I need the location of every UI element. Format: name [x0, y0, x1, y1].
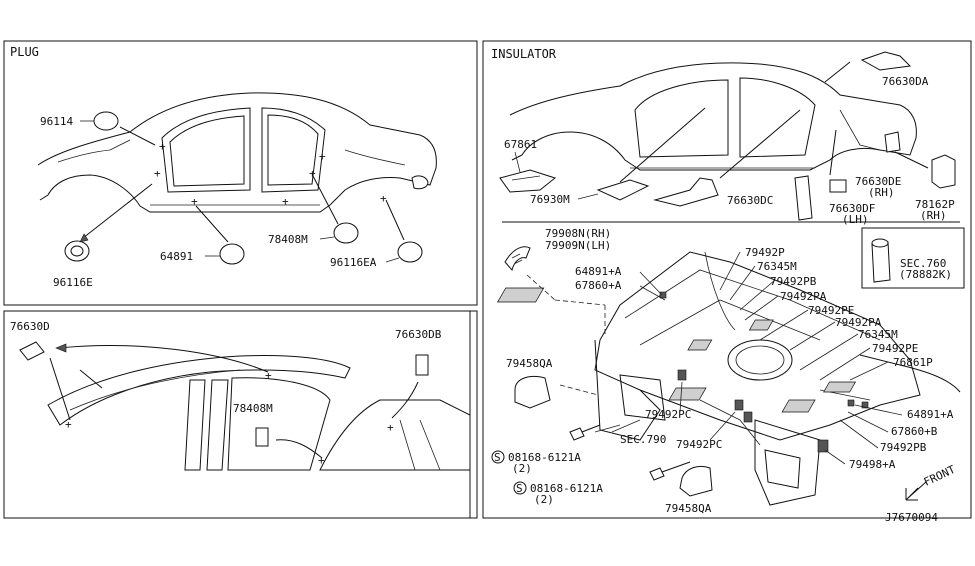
label-SEC760: SEC.760 [900, 257, 946, 270]
front-arrow-icon [905, 481, 927, 501]
label-76630D: 76630D [10, 320, 50, 333]
bolt-08168-1 [569, 424, 601, 441]
label-79492PB-top: 79492PB [770, 275, 817, 288]
label-79492PE-top: 79492PE [808, 304, 854, 317]
plug-64891: 64891 [160, 205, 245, 265]
label-78408M-plug: 78408M [268, 233, 308, 246]
part-76630DA: 76630DA [824, 51, 929, 88]
label-SEC790: SEC.790 [620, 433, 666, 446]
label-79498A: 79498+A [849, 458, 896, 471]
plug-clip-mark-5: + [309, 167, 316, 180]
plug-96116E: 96116E [53, 183, 153, 289]
label-67860A: 67860+A [575, 279, 622, 292]
plug-96116EA: 96116EA [330, 199, 423, 269]
label-64891A-top: 64891+A [575, 265, 622, 278]
label-79492PB-right: 79492PB [880, 441, 927, 454]
label-64891A-right: 64891+A [907, 408, 954, 421]
label-front: FRONT [922, 463, 958, 489]
label-76930M: 76930M [530, 193, 570, 206]
diagram-id: J7670094 [885, 511, 938, 524]
label-08168-1: 08168-6121A [508, 451, 581, 464]
label-79458QA-left: 79458QA [506, 357, 553, 370]
label-67861: 67861 [504, 138, 537, 151]
plug-clip-mark-4: + [282, 195, 289, 208]
label-79908N: 79908N(RH) [545, 227, 611, 240]
label-76630DC: 76630DC [727, 194, 773, 207]
lower-clip-mark-1: + [265, 369, 272, 382]
part-76630DB: 76630DB [391, 328, 442, 419]
label-96116EA: 96116EA [330, 256, 377, 269]
label-76630DB: 76630DB [395, 328, 442, 341]
part-79458QA-bottom [679, 465, 713, 497]
label-76630DA: 76630DA [882, 75, 929, 88]
roof-rail-detail: + + + + [47, 355, 471, 471]
label-78162P: 78162P [915, 198, 955, 211]
label-96114: 96114 [40, 115, 73, 128]
label-79909N: 79909N(LH) [545, 239, 611, 252]
plug-96114: 96114 [40, 111, 156, 146]
floor-grommets [659, 291, 869, 453]
label-79492PA-top: 79492PA [780, 290, 827, 303]
label-79492PC-1: 79492PC [645, 408, 691, 421]
label-79492PC-2: 79492PC [676, 438, 722, 451]
part-76630D: 76630D [10, 320, 269, 421]
screw-symbol-1: S [494, 451, 501, 464]
label-SEC760-sub: (78882K) [899, 268, 952, 281]
label-78408M-lower: 78408M [233, 402, 273, 415]
screw-symbol-icon: S S [491, 450, 527, 495]
label-08168-2: 08168-6121A [530, 482, 603, 495]
lower-left-panel-frame [3, 310, 478, 519]
part-76630DE: 76630DE (RH) [829, 129, 901, 199]
label-08168-1-qty: (2) [512, 462, 532, 475]
label-79492P: 79492P [745, 246, 785, 259]
label-76630DF-lh: (LH) [842, 213, 869, 226]
label-64891-plug: 64891 [160, 250, 193, 263]
plug-clip-mark-3: + [191, 195, 198, 208]
plug-panel-frame [3, 40, 478, 306]
part-76630DC: 76630DC [653, 109, 801, 207]
label-08168-2-qty: (2) [534, 493, 554, 506]
part-76930M: 76930M [530, 107, 706, 206]
plug-car-body: + + + + + + + [37, 92, 437, 213]
label-79492PA-mid: 79492PA [835, 316, 882, 329]
label-76630DF: 76630DF [829, 202, 875, 215]
lower-clip-mark-3: + [318, 454, 325, 467]
label-76345M-mid: 76345M [858, 328, 898, 341]
floor-leader-lines [526, 251, 903, 465]
part-78162P: 78162P (RH) [894, 151, 956, 222]
label-78162P-rh: (RH) [920, 209, 947, 222]
part-78408M-lower: 78408M [233, 402, 323, 459]
part-79458QA-left [514, 376, 551, 409]
insulator-car-body [509, 62, 917, 171]
label-76861P: 76861P [893, 356, 933, 369]
insulator-panel-frame [482, 40, 972, 519]
label-96116E: 96116E [53, 276, 93, 289]
screw-symbol-2: S [516, 482, 523, 495]
plug-clip-marks: + [159, 140, 166, 153]
part-67861: 67861 [499, 138, 557, 193]
plug-78408M: 78408M [268, 175, 359, 246]
insulator-section-title: INSULATOR [491, 47, 557, 61]
part-76630DF: 76630DF (LH) [794, 175, 875, 226]
floor-panel [594, 251, 961, 506]
floor-insulator-pads [497, 287, 857, 413]
label-67860B: 67860+B [891, 425, 938, 438]
plug-clip-mark-2: + [154, 167, 161, 180]
label-79458QA-bottom: 79458QA [665, 502, 712, 515]
label-76630DE-rh: (RH) [868, 186, 895, 199]
lower-clip-mark-2: + [65, 418, 72, 431]
plug-clip-mark-7: + [380, 192, 387, 205]
plug-section-title: PLUG [10, 45, 39, 59]
part-79908N [504, 246, 531, 272]
label-76345M-top: 76345M [757, 260, 797, 273]
bolt-08168-2 [649, 461, 691, 481]
label-79492PE-mid: 79492PE [872, 342, 918, 355]
plug-clip-mark-6: + [319, 150, 326, 163]
label-76630DE: 76630DE [855, 175, 901, 188]
sec760-box [861, 227, 965, 289]
lower-clip-mark-4: + [387, 421, 394, 434]
